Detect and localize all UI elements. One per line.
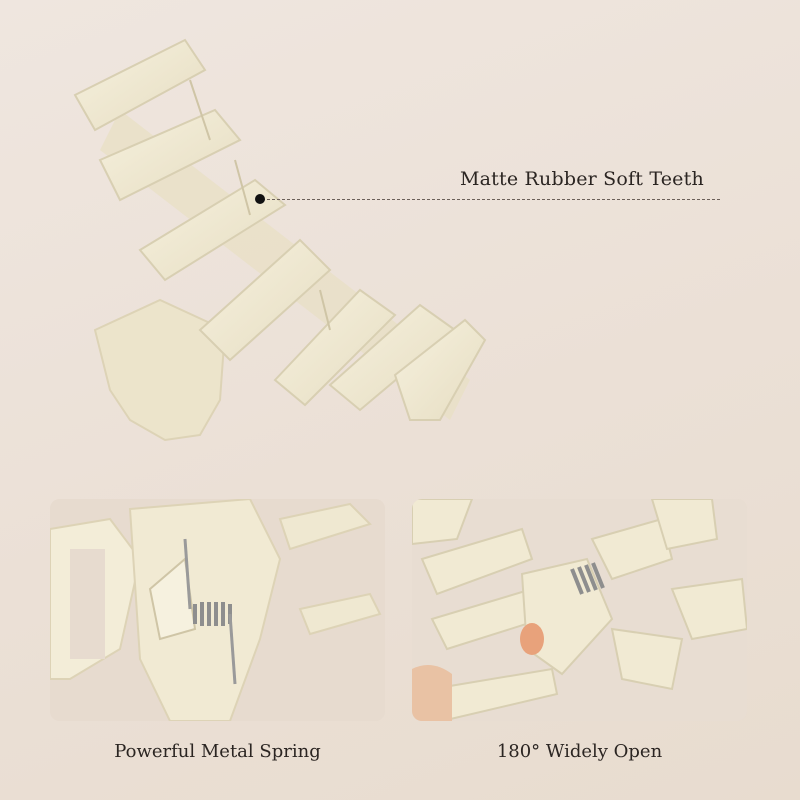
callout-label: Matte Rubber Soft Teeth (460, 168, 704, 190)
claw-clip-image (73, 38, 487, 442)
open-clip-panel (412, 499, 747, 721)
callout-dot (255, 194, 265, 204)
spring-caption: Powerful Metal Spring (114, 741, 321, 762)
spring-closeup-image (50, 499, 385, 721)
callout-line (262, 199, 720, 200)
open-clip-image (412, 499, 747, 721)
open-caption: 180° Widely Open (496, 741, 663, 762)
spring-closeup-panel (50, 499, 385, 721)
